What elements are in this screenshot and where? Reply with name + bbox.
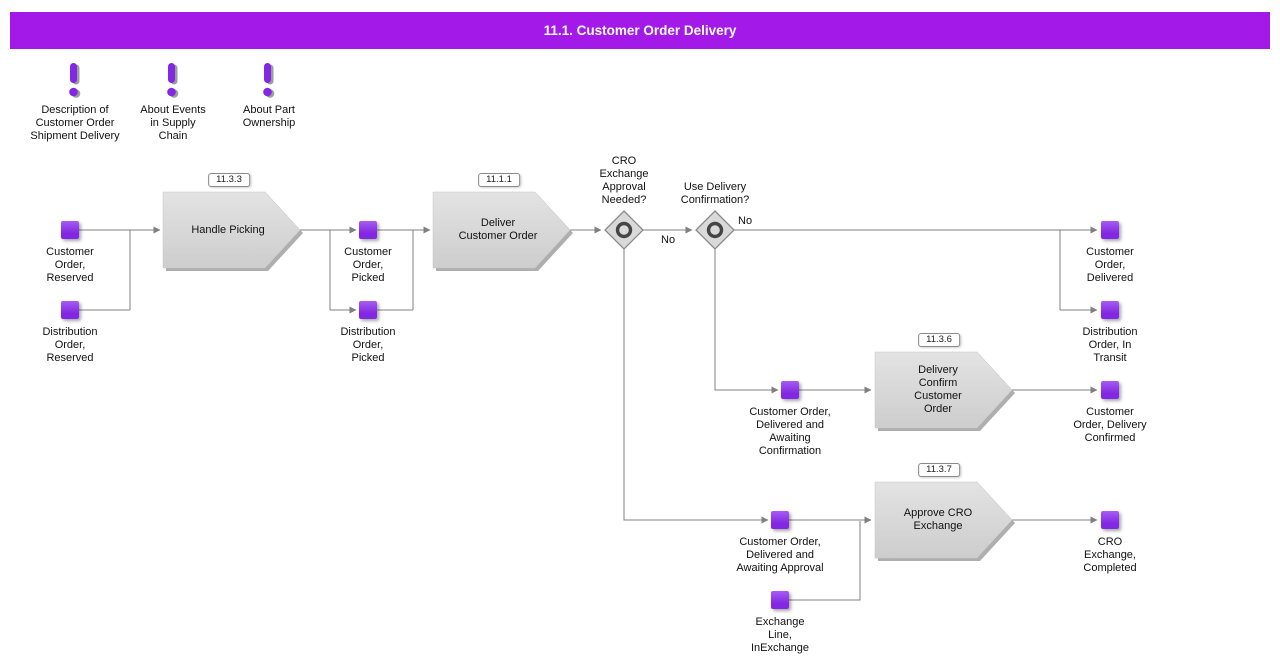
note-about-part-ownership[interactable]: About Part Ownership — [221, 62, 317, 130]
data-object-customer-order-delivered[interactable] — [1101, 221, 1119, 239]
data-object-customer-order-delivered-awaiting-confirmation[interactable] — [781, 381, 799, 399]
data-object-label: Distribution Order, In Transit — [1082, 326, 1138, 364]
diagram-title: 11.1. Customer Order Delivery — [543, 23, 737, 38]
gateway-label: Use Delivery Confirmation? — [680, 181, 750, 206]
process-label: Handle Picking — [191, 224, 265, 236]
note-description-of-customer-order-shipment-delivery[interactable]: Description of Customer Order Shipment D… — [13, 62, 137, 143]
data-object-label: Customer Order, Reserved — [46, 246, 94, 284]
process-shape[interactable] — [432, 191, 571, 269]
data-object-customer-order-picked[interactable] — [359, 221, 377, 239]
process-tag: 11.3.7 — [918, 463, 960, 477]
gateway-label: CRO Exchange Approval Needed? — [599, 155, 649, 206]
note-about-events-in-supply-chain[interactable]: About Events in Supply Chain — [125, 62, 221, 143]
edge-label-no: No — [738, 215, 753, 227]
process-label: Delivery Confirm Customer Order — [914, 364, 962, 415]
process-shape[interactable] — [874, 481, 1013, 559]
connector-lines — [79, 226, 1098, 601]
data-object-label: Customer Order, Delivered and Awaiting A… — [736, 536, 824, 574]
data-object-cro-exchange-completed[interactable] — [1101, 511, 1119, 529]
note-label: Description of Customer Order Shipment D… — [30, 104, 120, 142]
data-object-customer-order-delivery-confirmed[interactable] — [1101, 381, 1119, 399]
process-tag: 11.3.3 — [208, 173, 250, 187]
data-object-label: Customer Order, Delivered — [1086, 246, 1134, 284]
data-object-label: Customer Order, Delivered and Awaiting C… — [749, 406, 831, 457]
exclamation-icon — [69, 63, 81, 98]
data-object-label: Customer Order, Delivery Confirmed — [1073, 406, 1147, 444]
data-object-distribution-order-reserved[interactable] — [61, 301, 79, 319]
process-delivery-confirm-customer-order[interactable] — [874, 351, 1015, 431]
connector-line — [623, 249, 769, 524]
edge-label-no: No — [661, 234, 676, 246]
diagram-title-bar: 11.1. Customer Order Delivery — [10, 12, 1270, 49]
data-object-label: Customer Order, Picked — [344, 246, 392, 284]
process-shape[interactable] — [874, 351, 1013, 429]
gateway-ring-icon — [615, 221, 633, 239]
data-object-label: CRO Exchange, Completed — [1083, 536, 1137, 574]
exclamation-icon — [263, 63, 275, 98]
note-label: About Part Ownership — [242, 104, 296, 129]
data-object-customer-order-reserved[interactable] — [61, 221, 79, 239]
data-object-exchange-line-inexchange[interactable] — [771, 591, 789, 609]
connector-line — [714, 249, 779, 394]
process-handle-picking[interactable] — [162, 191, 303, 271]
gateway-cro-exchange-approval-needed — [604, 210, 644, 250]
data-object-customer-order-delivered-awaiting-approval[interactable] — [771, 511, 789, 529]
process-approve-cro-exchange[interactable] — [874, 481, 1015, 561]
data-object-label: Distribution Order, Picked — [340, 326, 396, 364]
note-label: About Events in Supply Chain — [140, 104, 206, 142]
process-label: Approve CRO Exchange — [903, 507, 973, 532]
data-object-label: Distribution Order, Reserved — [42, 326, 98, 364]
process-deliver-customer-order[interactable] — [432, 191, 573, 271]
exclamation-icon — [167, 63, 179, 98]
data-object-distribution-order-picked[interactable] — [359, 301, 377, 319]
data-object-distribution-order-in-transit[interactable] — [1101, 301, 1119, 319]
gateway-use-delivery-confirmation — [695, 210, 735, 250]
process-tag: 11.3.6 — [918, 333, 960, 347]
gateway-ring-icon — [706, 221, 724, 239]
process-shape[interactable] — [162, 191, 301, 269]
data-object-label: Exchange Line, InExchange — [750, 616, 810, 654]
process-tag: 11.1.1 — [478, 173, 520, 187]
connector-line — [789, 521, 861, 601]
process-label: Deliver Customer Order — [458, 217, 538, 242]
